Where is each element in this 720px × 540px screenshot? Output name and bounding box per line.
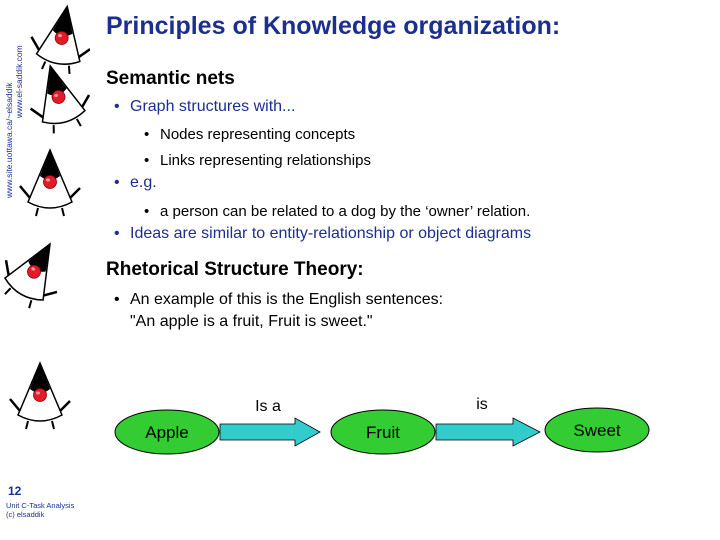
rst-diagram: Apple Fruit Sweet Is a is [114,396,650,455]
bullet-dot-icon: • [144,203,150,220]
bullet-dot-icon: • [114,291,120,308]
diagram-node-label: Fruit [366,423,400,442]
diagram-edge-label: is [476,396,488,413]
sidebar-url-2: www.el-saddik.com [14,45,24,118]
footer-text: Unit C-Task Analysis (c) elsaddik [6,501,74,519]
diagram-edge-arrow [435,417,541,447]
bullet-dot-icon: • [144,152,150,169]
diagram-edge-arrow [219,417,321,447]
diagram-node-fruit [330,409,436,455]
footer-line: Unit C-Task Analysis [6,501,75,510]
sub-bullet-item: •a person can be related to a dog by the… [144,203,531,220]
bullet-dot-icon: • [114,98,120,115]
slide-title: Principles of Knowledge organization: [106,12,561,40]
bullet-item: •An example of this is the English sente… [114,291,444,308]
page-number: 12 [8,484,22,498]
diagram-node-sweet [544,407,650,453]
bullet-item: •Graph structures with... [114,98,296,115]
diagram-edge-label: Is a [255,398,281,415]
java-duke-mascot-icon [20,57,98,139]
diagram-node-label: Apple [145,423,188,442]
sub-bullet-item: •Links representing relationships [144,152,371,169]
java-duke-mascot-icon [0,227,78,318]
section-heading-semantic-nets: Semantic nets [106,68,235,89]
sub-bullet-item: •Nodes representing concepts [144,126,356,143]
bullet-item: •e.g. [114,174,157,191]
sidebar-url-1: www.site.uottawa.ca/~elsaddik [4,82,14,198]
footer-line: (c) elsaddik [6,510,45,519]
section-heading-rst: Rhetorical Structure Theory: [106,259,364,280]
bullet-dot-icon: • [114,174,120,191]
java-duke-mascot-icon [18,148,82,218]
bullet-continuation: "An apple is a fruit, Fruit is sweet." [130,313,373,330]
bullet-dot-icon: • [144,126,150,143]
diagram-node-apple [114,409,220,455]
bullet-item: •Ideas are similar to entity-relationshi… [114,225,532,242]
java-duke-mascot-icon [24,0,99,78]
bullet-dot-icon: • [114,225,120,242]
diagram-node-label: Sweet [573,421,621,440]
